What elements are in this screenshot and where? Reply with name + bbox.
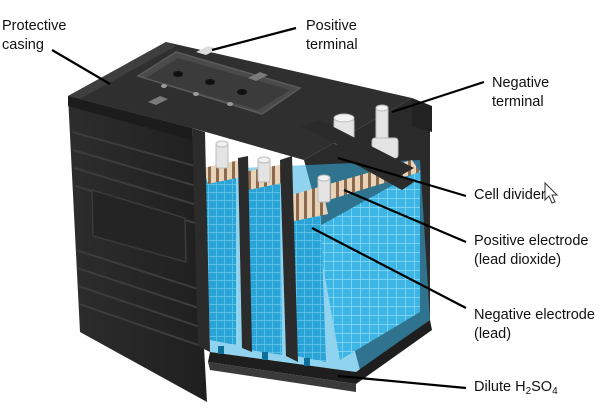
label-protective-casing-line2: casing: [2, 37, 44, 53]
label-electrolyte-sub2: 4: [552, 386, 558, 397]
leader-protective-casing: [51, 49, 111, 85]
label-positive-terminal: Positive terminal: [306, 17, 358, 55]
positive-electrode: [316, 170, 420, 360]
label-electrolyte-prefix: Dilute H: [474, 379, 526, 395]
cutaway-interior: [192, 98, 432, 392]
label-negative-electrode-line1: Negative electrode: [474, 307, 595, 323]
label-negative-electrode-line2: (lead): [474, 326, 512, 342]
label-cell-divider-text: Cell divider: [474, 187, 546, 203]
label-positive-electrode-line1: Positive electrode: [474, 233, 589, 249]
label-electrolyte-sub1: 2: [525, 386, 532, 397]
label-negative-terminal: Negative terminal: [492, 74, 549, 112]
label-positive-terminal-line1: Positive: [306, 18, 357, 34]
cursor-arrow-icon: [544, 181, 559, 204]
label-positive-terminal-line2: terminal: [306, 37, 358, 53]
label-positive-electrode: Positive electrode (lead dioxide): [474, 232, 588, 270]
label-protective-casing: Protective casing: [2, 17, 66, 55]
label-positive-electrode-line2: (lead dioxide): [474, 252, 562, 268]
label-negative-electrode: Negative electrode (lead): [474, 306, 595, 344]
leader-negative-terminal: [391, 80, 485, 114]
label-cell-divider: Cell divider: [474, 186, 546, 205]
leader-positive-terminal: [211, 26, 297, 52]
leader-lines: [51, 26, 485, 390]
label-electrolyte-text: Dilute H2SO4: [474, 379, 558, 397]
label-negative-terminal-line1: Negative: [492, 75, 550, 91]
leader-negative-electrode: [311, 227, 467, 309]
leader-electrolyte: [337, 374, 467, 390]
leader-cell-divider: [337, 156, 467, 198]
label-electrolyte-mid: SO: [531, 379, 553, 395]
label-electrolyte: Dilute H2SO4: [474, 378, 558, 401]
leader-positive-electrode: [343, 188, 467, 244]
label-negative-terminal-line2: terminal: [492, 94, 544, 110]
label-protective-casing-line1: Protective: [2, 18, 67, 34]
